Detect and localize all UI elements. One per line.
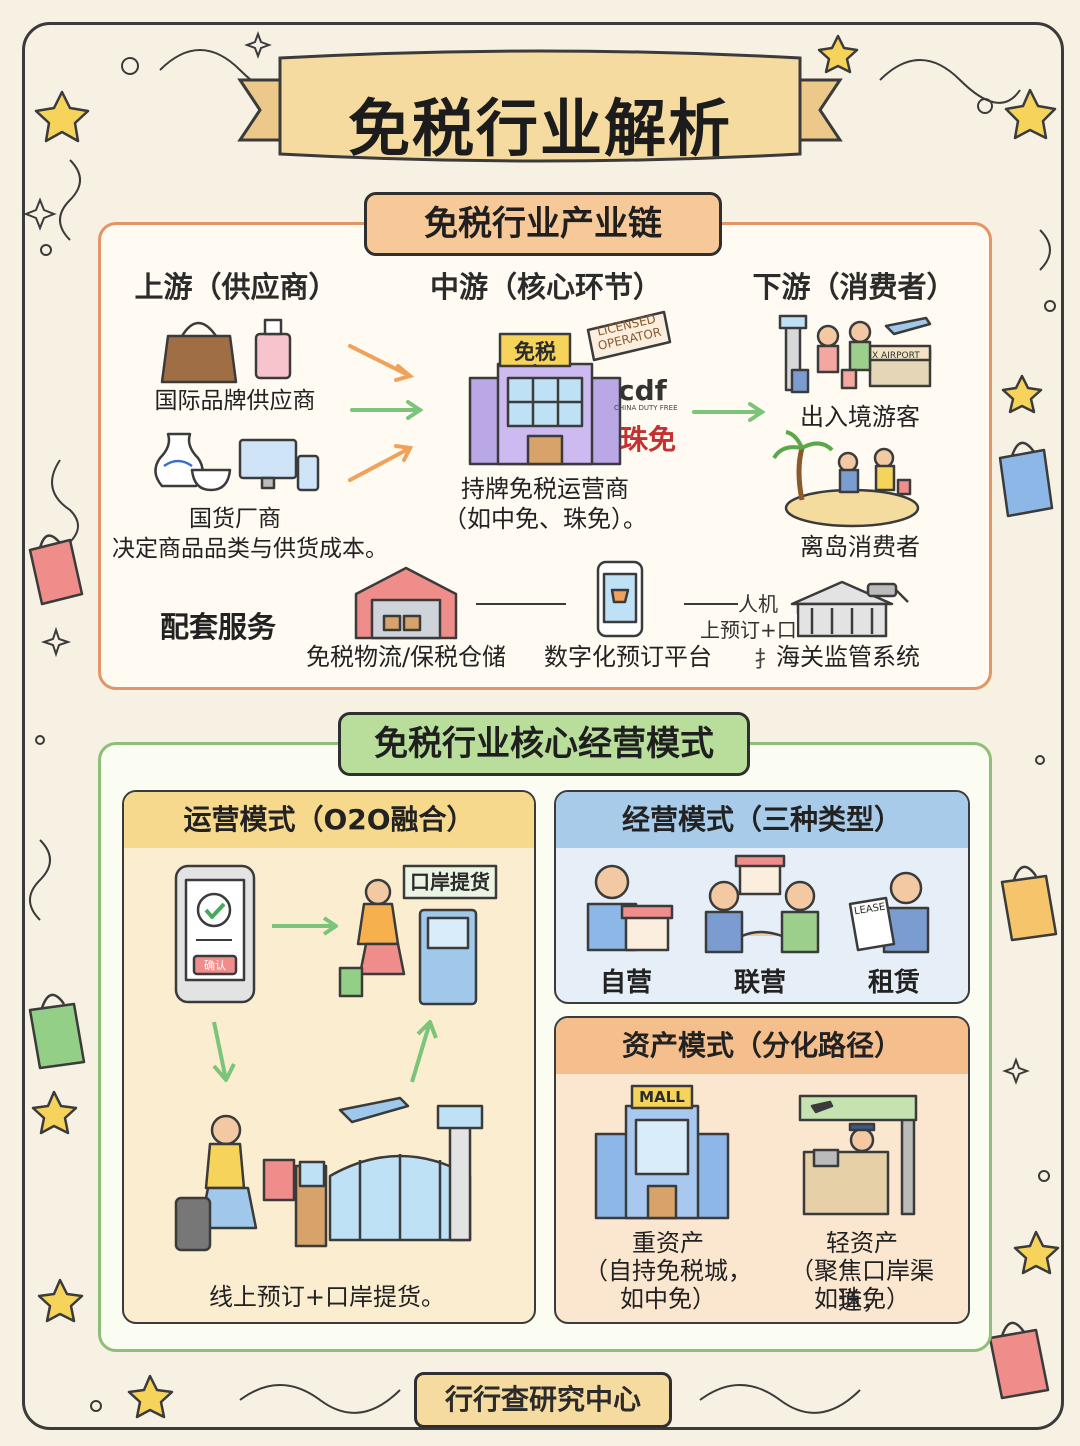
title-banner: 免税行业解析 [237, 40, 843, 170]
downstream-island-consumers: 离岛消费者 [800, 533, 920, 561]
star-icon [817, 34, 859, 74]
star-icon [37, 1278, 84, 1323]
service-booking-platform: 数字化预订平台 [544, 643, 712, 671]
services-illustrations [354, 560, 909, 640]
shopping-bag-icon [28, 1002, 86, 1070]
shopping-bag-icon [28, 538, 84, 606]
duty-free-sign: 免税 [514, 340, 556, 364]
operation-caption: 线上预订+口岸提货。 [208, 1283, 446, 1311]
services-header: 配套服务 [159, 610, 276, 644]
star-icon [127, 1374, 174, 1419]
handshake-icon [741, 930, 783, 938]
light-asset-title: 轻资产 [826, 1229, 898, 1257]
industry-chain-heading: 免税行业产业链 [364, 192, 722, 256]
mall-sign: MALL [639, 1088, 685, 1106]
check-icon [196, 892, 232, 928]
downstream-header: 下游（消费者） [752, 270, 956, 304]
light-asset-example: 如珠免） [814, 1285, 910, 1313]
upstream-item-domestic-label: 国货厂商 [189, 506, 281, 532]
midstream-example: （如中免、珠免）。 [443, 505, 647, 533]
shopping-bag-icon [998, 448, 1054, 518]
star-icon [1004, 88, 1057, 140]
service-ghost-text-2: 上预订+口 [700, 614, 797, 643]
airplane-icon [338, 1096, 410, 1124]
asset-models-header: 资产模式（分化路径） [556, 1018, 968, 1074]
heavy-asset-desc: （自持免税城， [584, 1257, 752, 1285]
operation-mode-header: 运营模式（O2O融合） [124, 792, 534, 848]
business-type-joint: 联营 [733, 968, 786, 998]
airport-sign: X AIRPORT [872, 351, 920, 361]
decorative-frame [22, 22, 1064, 1430]
business-type-lease: 租赁 [867, 968, 920, 998]
service-customs-system: 海关监管系统 [776, 643, 920, 671]
shopping-bag-icon [1000, 874, 1058, 942]
midstream-header: 中游（核心环节） [429, 270, 662, 304]
business-types-header: 经营模式（三种类型） [556, 792, 968, 848]
bowl-icon [190, 468, 232, 492]
business-type-self: 自营 [599, 968, 652, 998]
light-asset-desc: （聚焦口岸渠道， [790, 1257, 934, 1315]
zhumian-logo: 珠免 [620, 423, 677, 456]
page-title: 免税行业解析 [347, 92, 732, 165]
service-ghost-text-1: 人机 [738, 588, 778, 617]
upstream-header: 上游（供应商） [134, 270, 338, 304]
upstream-item-domestic-desc: 决定商品品类与供货成本。 [112, 536, 388, 562]
downstream-travelers: 出入境游客 [800, 403, 920, 431]
handbag-icon [160, 334, 238, 384]
star-icon [1013, 1230, 1060, 1275]
heavy-asset-title: 重资产 [632, 1229, 704, 1257]
downstream-illustrations [772, 314, 932, 528]
midstream-label: 持牌免税运营商 [461, 475, 629, 503]
airplane-icon [810, 1100, 834, 1114]
star-icon [1001, 374, 1043, 414]
service-ghost-prefix: 扌 [754, 648, 777, 673]
star-icon [31, 1090, 78, 1135]
airplane-icon [884, 316, 932, 336]
asset-models-card: 资产模式（分化路径） [554, 1016, 970, 1324]
footer-source: 行行查研究中心 [414, 1372, 672, 1428]
cdf-logo: cdf [618, 374, 667, 407]
business-model-heading: 免税行业核心经营模式 [338, 712, 750, 776]
shopping-bag-icon [988, 1328, 1050, 1400]
tablet-icon [296, 454, 320, 492]
confirm-button: 确认 [204, 959, 226, 972]
arrow-icon [348, 446, 412, 482]
pickup-sign: 口岸提货 [410, 870, 490, 894]
service-logistics: 免税物流/保税仓储 [305, 643, 507, 671]
heavy-asset-example: 如中免） [620, 1285, 716, 1313]
star-icon [34, 90, 90, 143]
duty-free-operator-illustration [468, 310, 672, 466]
cdf-logo-sub: CHINA DUTY FREE [614, 404, 678, 412]
document-icon [848, 896, 896, 952]
upstream-item-international-brands: 国际品牌供应商 [154, 388, 316, 414]
upstream-illustrations [154, 318, 766, 492]
arrow-icon [348, 344, 412, 378]
